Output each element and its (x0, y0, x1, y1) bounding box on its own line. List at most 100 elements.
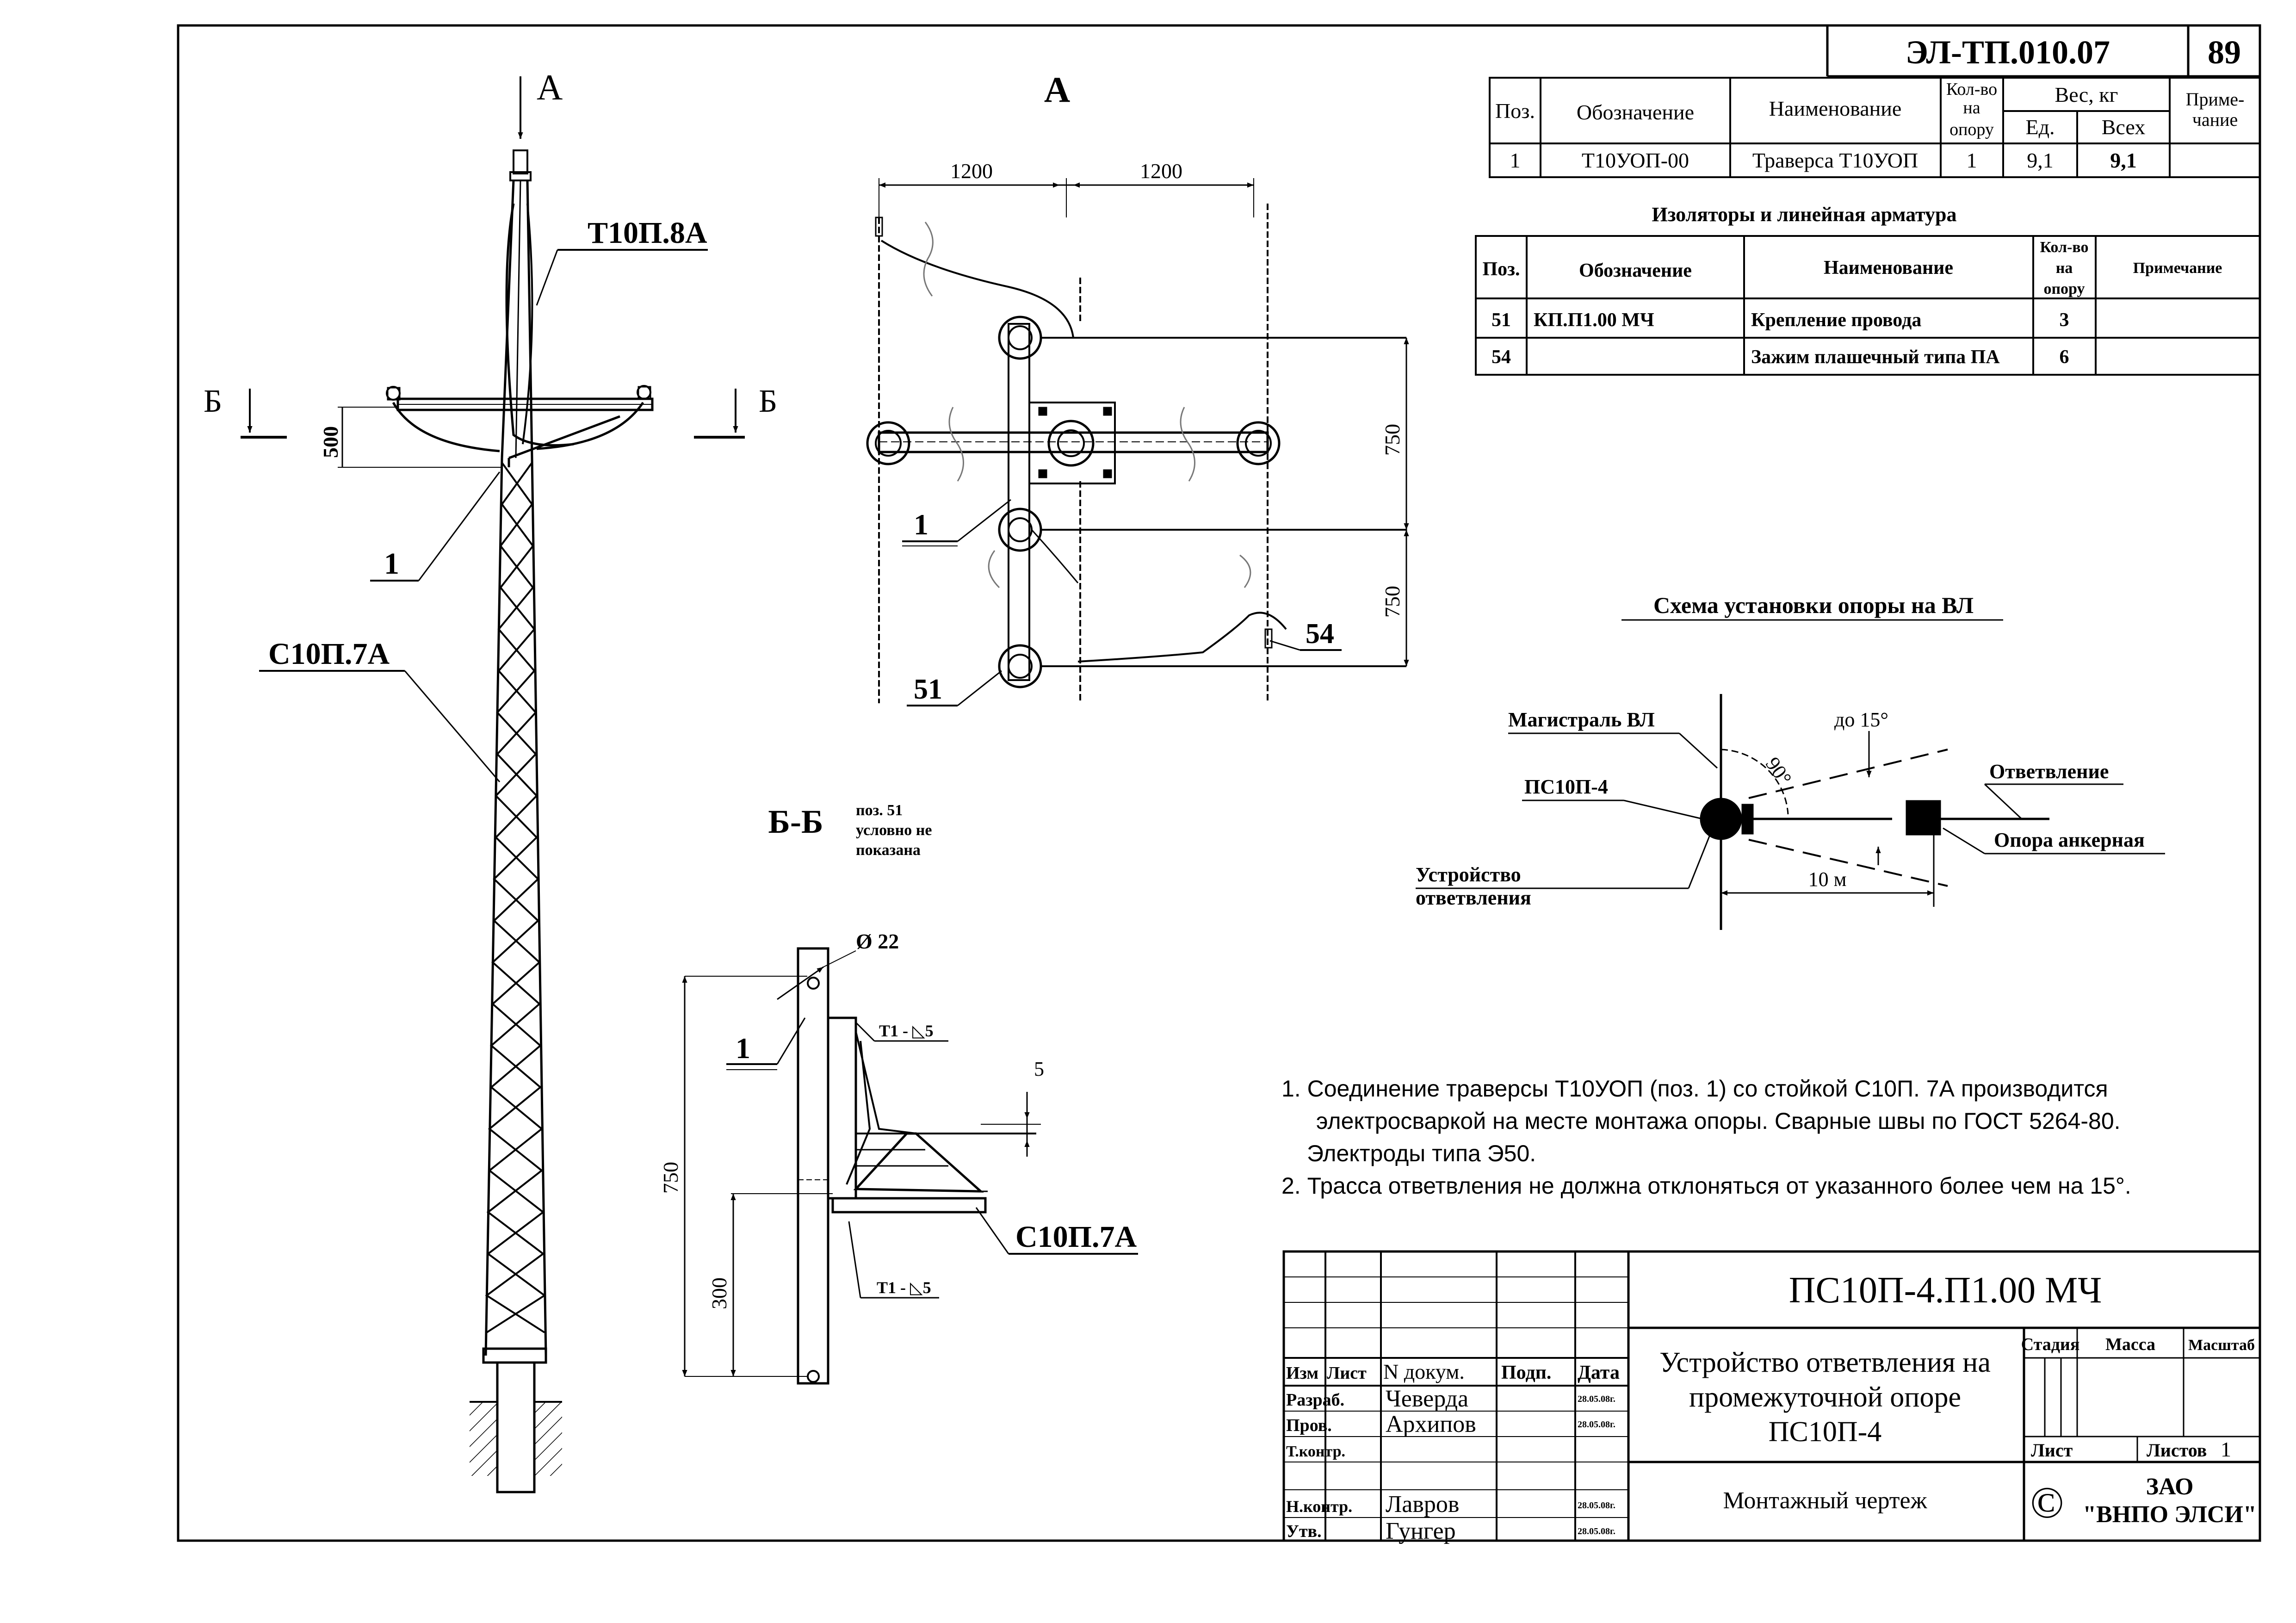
tb-name-5: Гунгер (1386, 1518, 1456, 1544)
section-bb: Б-Б поз. 51 условно не показана Ø 22 1 Т… (659, 802, 1138, 1385)
ins-header-note: Примечание (2133, 260, 2222, 277)
section-bb-label-c10: С10П.7А (1015, 1220, 1137, 1254)
ins-row1-pos: 51 (1491, 310, 1511, 331)
insulators-table-text: Поз. Обозначение Наименование Кол-во на … (1482, 239, 2222, 368)
tb-copyright: © (2030, 1478, 2064, 1527)
title-block-text: ПС10П-4.П1.00 МЧ Устройство ответвления … (1286, 1270, 2257, 1544)
tb-name-4: Лавров (1386, 1491, 1459, 1518)
view-a-label-51: 51 (914, 674, 942, 705)
section-bb-label-1: 1 (736, 1032, 750, 1065)
parts-header-weight: Вес, кг (2055, 83, 2118, 106)
tb-date-5: 28.05.08г. (1578, 1526, 1615, 1536)
tb-company-2: "ВНПО ЭЛСИ" (2083, 1501, 2257, 1528)
tb-role-3: Т.контр. (1286, 1443, 1345, 1460)
view-a-label-54: 54 (1306, 618, 1334, 650)
view-a-label-1: 1 (914, 508, 928, 541)
section-bb-diameter: Ø 22 (856, 929, 899, 953)
parts-header-qty-2: на (1963, 98, 1980, 118)
parts-row-unit: 9,1 (2027, 149, 2054, 172)
tb-scale-label: Масштаб (2188, 1337, 2255, 1354)
tb-name-2: Архипов (1386, 1411, 1476, 1437)
tb-date-1: 28.05.08г. (1578, 1394, 1615, 1404)
tb-sheet-label: Лист (2031, 1440, 2073, 1461)
tb-date-2: 28.05.08г. (1578, 1419, 1615, 1430)
ins-row2-name: Зажим плашечный типа ПА (1751, 347, 2000, 368)
parts-header-total: Всех (2102, 115, 2145, 139)
ins-row1-designation: КП.П1.00 МЧ (1534, 310, 1654, 331)
dim-300-section: 300 (707, 1277, 731, 1309)
parts-table-text: Поз. Обозначение Наименование Кол-во на … (1495, 80, 2244, 172)
tb-col-list: Лист (1327, 1363, 1367, 1383)
parts-header-designation: Обозначение (1577, 100, 1694, 124)
ins-header-pos: Поз. (1482, 259, 1520, 280)
tb-col-izm: Изм (1286, 1363, 1318, 1383)
section-b-right-label: Б (759, 384, 777, 419)
section-bb-weld-bottom: Т1 - ◺5 (877, 1278, 931, 1297)
note-1-line-3: Электроды типа Э50. (1307, 1140, 1536, 1166)
dim-5: 5 (1034, 1058, 1044, 1080)
ins-header-name: Наименование (1824, 257, 1953, 279)
tb-title-3: ПС10П-4 (1769, 1416, 1882, 1448)
scheme-title: Схема установки опоры на ВЛ (1653, 592, 1974, 618)
scheme-angle-90: 90° (1761, 753, 1796, 790)
dim-750-section: 750 (659, 1162, 682, 1194)
section-bb-note-3: показана (856, 842, 921, 859)
parts-header-pos: Поз. (1495, 99, 1535, 123)
scheme-branch: Ответвление (1989, 760, 2109, 783)
tb-date-4: 28.05.08г. (1578, 1500, 1615, 1511)
sheet-code: ЭЛ-ТП.010.07 (1906, 34, 2110, 71)
scheme-device-1: Устройство (1416, 863, 1521, 886)
dim-500: 500 (319, 426, 342, 458)
tb-doc-code: ПС10П-4.П1.00 МЧ (1789, 1270, 2102, 1311)
parts-row-total: 9,1 (2110, 149, 2137, 172)
scheme-main-line: Магистраль ВЛ (1508, 708, 1655, 731)
view-a-arrow-label: А (537, 67, 563, 107)
tb-col-data: Дата (1578, 1362, 1620, 1383)
parts-row-qty: 1 (1967, 149, 1977, 172)
label-pos-1-main: 1 (384, 547, 399, 581)
scheme-angle-15: до 15° (1834, 708, 1888, 731)
pole-main-view: А Б Б 500 (204, 67, 777, 1493)
dim-1200-right: 1200 (1140, 159, 1182, 183)
tb-stage-label: Стадия (2021, 1335, 2080, 1354)
scheme-pole: ПС10П-4 (1524, 775, 1608, 798)
tb-drawing-type: Монтажный чертеж (1723, 1487, 1927, 1514)
dim-750-bottom: 750 (1380, 586, 1404, 618)
section-b-left-label: Б (204, 384, 222, 419)
tb-role-5: Утв. (1286, 1522, 1322, 1541)
title-block (1282, 1250, 2261, 1542)
parts-header-note-2: чание (2192, 109, 2238, 130)
notes: 1. Соединение траверсы Т10УОП (поз. 1) с… (1281, 1076, 2131, 1199)
tb-sheets-count: 1 (2221, 1437, 2231, 1461)
tb-name-1: Чеверда (1386, 1386, 1468, 1412)
parts-table (1489, 77, 2261, 178)
note-2: 2. Трасса ответвления не должна отклонят… (1281, 1173, 2131, 1199)
parts-header-qty-1: Кол-во (1946, 80, 1997, 99)
view-a-title: А (1044, 69, 1070, 110)
tb-sheets-label: Листов (2147, 1440, 2207, 1461)
scheme-anchor-pole: Опора анкерная (1994, 829, 2145, 851)
ins-header-designation: Обозначение (1579, 260, 1692, 281)
parts-row-pos: 1 (1510, 149, 1521, 172)
ins-row2-qty: 6 (2060, 347, 2069, 368)
section-bb-note-2: условно не (856, 822, 932, 839)
tb-title-2: промежуточной опоре (1689, 1381, 1961, 1413)
dim-1200-left: 1200 (950, 159, 993, 183)
parts-row-name: Траверса Т10УОП (1752, 149, 1918, 172)
ins-header-qty-1: Кол-во (2040, 239, 2088, 256)
tb-title-1: Устройство ответвления на (1659, 1347, 1991, 1378)
parts-row-designation: Т10УОП-00 (1582, 149, 1689, 172)
dim-750-top: 750 (1380, 424, 1404, 456)
parts-header-unit: Ед. (2025, 115, 2055, 139)
note-1-line-1: 1. Соединение траверсы Т10УОП (поз. 1) с… (1281, 1076, 2108, 1102)
sheet-page-number: 89 (2208, 34, 2241, 71)
sheet-code-box: ЭЛ-ТП.010.07 89 (1826, 25, 2260, 78)
tb-col-ndoc: N докум. (1383, 1360, 1465, 1383)
tb-company-1: ЗАО (2146, 1474, 2194, 1500)
section-bb-title: Б-Б (768, 803, 823, 840)
ins-header-qty-3: опору (2043, 280, 2085, 297)
section-bb-weld-top: Т1 - ◺5 (879, 1022, 934, 1040)
ins-row1-name: Крепление провода (1751, 310, 1921, 331)
tb-role-4: Н.контр. (1286, 1497, 1352, 1516)
